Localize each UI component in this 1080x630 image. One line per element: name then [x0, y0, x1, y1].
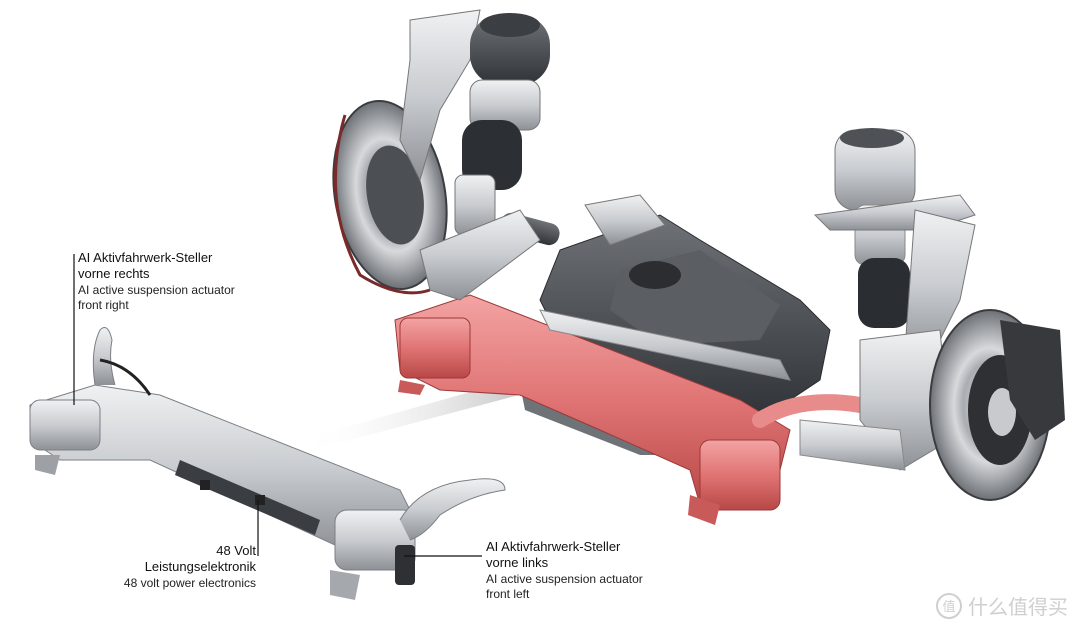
label-front-right-en-2: front right: [78, 297, 129, 312]
label-front-left: AI Aktivfahrwerk-Steller vorne links AI …: [486, 539, 643, 602]
label-front-right-de-1: AI Aktivfahrwerk-Steller: [78, 250, 213, 265]
label-front-left-de-1: AI Aktivfahrwerk-Steller: [486, 539, 621, 554]
watermark: 值 什么值得买: [936, 591, 1068, 620]
label-power-en-1: 48 volt power electronics: [123, 575, 256, 590]
label-front-right: AI Aktivfahrwerk-Steller vorne rechts AI…: [78, 250, 235, 313]
label-front-right-en-1: AI active suspension actuator: [78, 282, 235, 297]
label-front-left-en-1: AI active suspension actuator: [486, 571, 643, 586]
right-strut-assembly: [799, 128, 1065, 501]
watermark-text: 什么值得买: [968, 595, 1068, 619]
label-power-electronics: 48 Volt Leistungselektronik 48 volt powe…: [70, 543, 256, 591]
projection-shadow: [300, 378, 530, 448]
label-power-de-2: Leistungselektronik: [144, 559, 256, 575]
label-power-de-1: 48 Volt: [216, 543, 256, 558]
actuator-detail: [29, 327, 506, 600]
label-front-right-de-2: vorne rechts: [78, 266, 150, 282]
watermark-icon: 值: [936, 592, 962, 619]
label-front-left-en-2: front left: [486, 586, 530, 601]
label-front-left-de-2: vorne links: [486, 555, 549, 571]
main-actuator-highlight: [394, 244, 868, 525]
left-strut-assembly: [332, 9, 550, 301]
